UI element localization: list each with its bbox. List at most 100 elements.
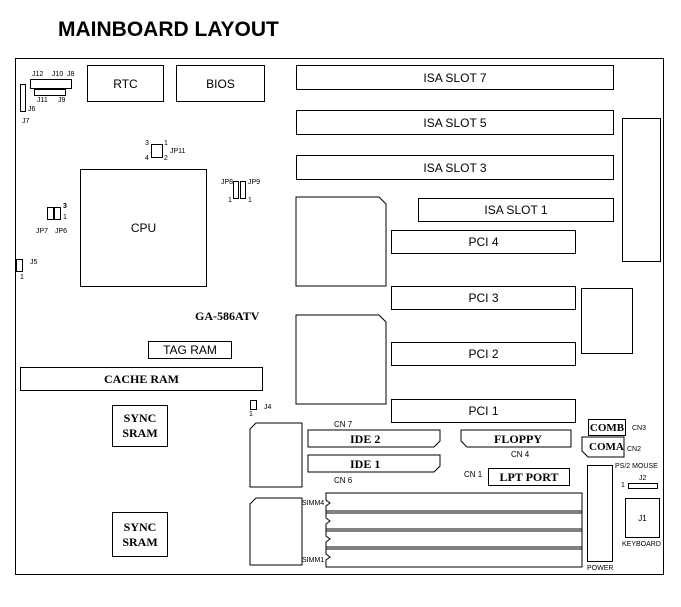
jp11-label: JP11 bbox=[170, 148, 186, 155]
coma-label: COMA bbox=[589, 441, 624, 453]
page-title: MAINBOARD LAYOUT bbox=[58, 18, 279, 41]
coma-connector bbox=[581, 436, 625, 458]
cache-ram-label: CACHE RAM bbox=[104, 371, 179, 386]
rtc-chip: RTC bbox=[87, 65, 164, 102]
jp67-pin1: 1 bbox=[63, 214, 67, 221]
cache-ram-slot: CACHE RAM bbox=[20, 367, 263, 391]
cn4-label: CN 4 bbox=[511, 450, 530, 459]
cpu-socket: CPU bbox=[80, 169, 207, 287]
j12-label: J12 bbox=[32, 71, 44, 78]
power-label: POWER bbox=[587, 565, 614, 572]
isa-slot-5-label: ISA SLOT 5 bbox=[423, 115, 487, 130]
bios-chip: BIOS bbox=[176, 65, 265, 102]
isa-slot-7-label: ISA SLOT 7 bbox=[423, 70, 487, 85]
pci-slot-2: PCI 2 bbox=[391, 342, 576, 366]
rtc-label: RTC bbox=[113, 76, 138, 91]
keyboard-connector: J1 bbox=[625, 498, 660, 538]
comb-connector: COMB bbox=[588, 419, 626, 436]
io-chip-1 bbox=[249, 422, 303, 488]
ide1-label: IDE 1 bbox=[350, 457, 381, 471]
j2-header bbox=[628, 483, 658, 489]
comb-label: COMB bbox=[589, 421, 625, 434]
sync-sram-2: SYNC SRAM bbox=[112, 512, 168, 557]
jp9-header bbox=[240, 181, 246, 199]
simm-slot-3 bbox=[325, 510, 583, 532]
simm1-label: SIMM1 bbox=[302, 557, 325, 564]
j2-pin: 1 bbox=[621, 482, 625, 489]
cn1-label: CN 1 bbox=[464, 470, 483, 479]
j5-header bbox=[16, 259, 23, 272]
pci-slot-3: PCI 3 bbox=[391, 286, 576, 310]
jp9-pin: 1 bbox=[248, 197, 252, 204]
sync-sram-1: SYNC SRAM bbox=[112, 405, 168, 447]
cn2-label: CN2 bbox=[627, 446, 642, 453]
cn6-label: CN 6 bbox=[334, 476, 353, 485]
simm-slot-2 bbox=[325, 528, 583, 550]
j5-label: J5 bbox=[30, 259, 38, 266]
ide2-connector bbox=[307, 429, 441, 448]
j12-j8-header bbox=[30, 79, 72, 89]
j1-label: J1 bbox=[638, 513, 647, 523]
tag-ram-chip: TAG RAM bbox=[148, 341, 232, 359]
sync-sram-1-label: SYNC SRAM bbox=[122, 411, 158, 440]
isa-slot-7: ISA SLOT 7 bbox=[296, 65, 614, 90]
j11-j9-header bbox=[34, 89, 66, 96]
cpu-label: CPU bbox=[130, 221, 157, 235]
right-chip bbox=[581, 288, 633, 354]
jp7-label: JP7 bbox=[36, 228, 49, 235]
right-edge-connector bbox=[622, 118, 661, 262]
j6-header bbox=[20, 84, 26, 112]
isa-slot-1: ISA SLOT 1 bbox=[418, 198, 614, 222]
power-connector bbox=[587, 465, 613, 562]
keyboard-label: KEYBOARD bbox=[622, 541, 661, 548]
model-label: GA-586ATV bbox=[195, 309, 260, 323]
j11-label: J11 bbox=[37, 97, 48, 104]
jp6-header bbox=[54, 207, 61, 220]
pci-slot-4-label: PCI 4 bbox=[468, 235, 499, 249]
j6-label: J6 bbox=[28, 106, 36, 113]
jp67-pin3: 3 bbox=[63, 203, 67, 210]
simm-slot-4 bbox=[325, 492, 583, 514]
j4-header bbox=[250, 400, 257, 410]
bios-label: BIOS bbox=[206, 76, 235, 91]
j8-label: J8 bbox=[67, 71, 75, 78]
jp11-header bbox=[151, 144, 163, 158]
j10-label: J10 bbox=[52, 71, 64, 78]
pci-slot-4: PCI 4 bbox=[391, 230, 576, 254]
j4-label: J4 bbox=[264, 404, 272, 411]
lpt-port-connector: LPT PORT bbox=[488, 468, 570, 486]
isa-slot-3-label: ISA SLOT 3 bbox=[423, 160, 487, 175]
ps2-mouse-label: PS/2 MOUSE bbox=[615, 463, 658, 470]
j9-label: J9 bbox=[58, 97, 66, 104]
tag-ram-label: TAG RAM bbox=[163, 343, 217, 357]
pci-slot-1-label: PCI 1 bbox=[468, 404, 499, 418]
jp8-header bbox=[233, 181, 239, 199]
pci-slot-2-label: PCI 2 bbox=[468, 347, 499, 361]
j5-pin: 1 bbox=[20, 274, 24, 281]
cn7-label: CN 7 bbox=[334, 420, 353, 429]
simm4-label: SIMM4 bbox=[302, 500, 325, 507]
isa-slot-3: ISA SLOT 3 bbox=[296, 155, 614, 180]
lpt-port-label: LPT PORT bbox=[499, 469, 559, 484]
io-chip-2 bbox=[249, 497, 303, 566]
sync-sram-2-label: SYNC SRAM bbox=[122, 519, 158, 549]
ide2-label: IDE 2 bbox=[350, 432, 381, 446]
jp7-header bbox=[47, 207, 54, 220]
jp11-pin1: 1 bbox=[164, 140, 168, 147]
jp8-pin: 1 bbox=[228, 197, 232, 204]
jp8-label: JP8 bbox=[221, 179, 234, 186]
isa-slot-5: ISA SLOT 5 bbox=[296, 110, 614, 135]
floppy-label: FLOPPY bbox=[494, 432, 542, 446]
pci-slot-3-label: PCI 3 bbox=[468, 291, 499, 305]
jp11-pin2: 2 bbox=[164, 155, 168, 162]
jp9-label: JP9 bbox=[248, 179, 261, 186]
simm-slot-1 bbox=[325, 546, 583, 568]
ide1-connector bbox=[307, 454, 441, 473]
chipset-1 bbox=[295, 196, 387, 287]
j4-pin: 1 bbox=[249, 411, 253, 418]
pci-slot-1: PCI 1 bbox=[391, 399, 576, 423]
j7-label: J7 bbox=[22, 118, 30, 125]
jp6-label: JP6 bbox=[55, 228, 68, 235]
jp11-pin4: 4 bbox=[145, 155, 149, 162]
